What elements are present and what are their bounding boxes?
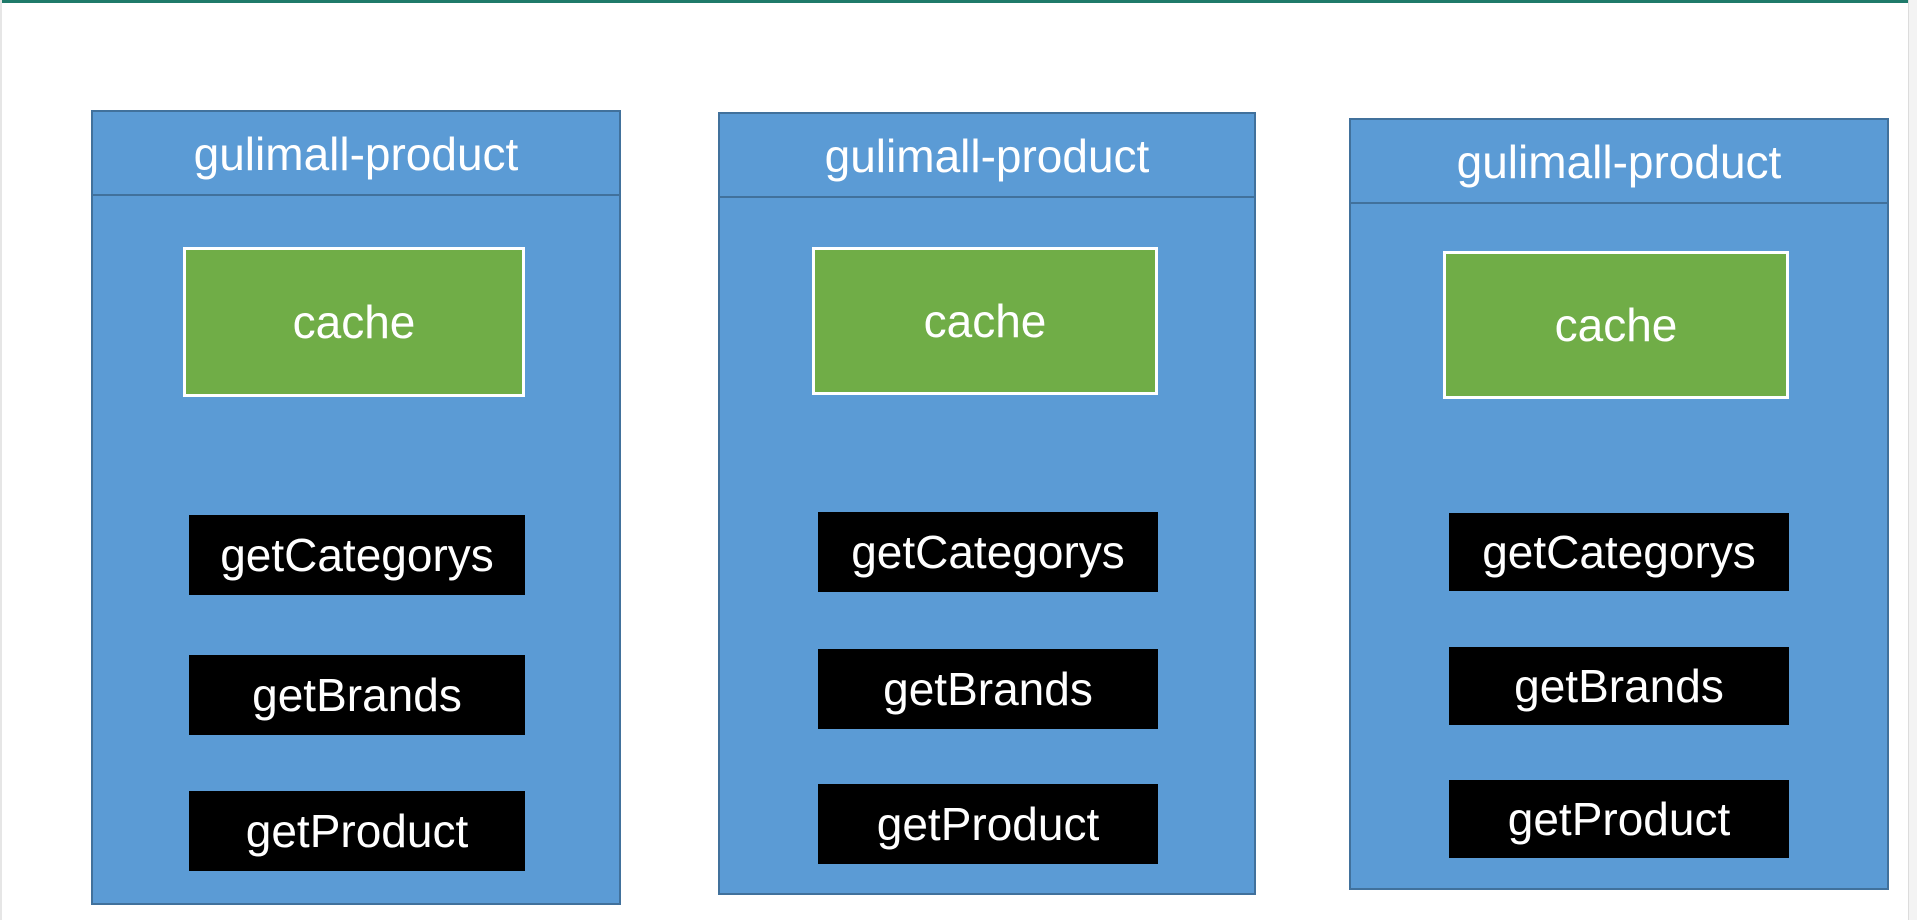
service-instance-panel: gulimall-product cache getCategorys getB…	[1349, 118, 1889, 890]
method-box-get-product: getProduct	[818, 784, 1158, 864]
cache-box: cache	[183, 247, 525, 397]
cache-box: cache	[812, 247, 1158, 395]
method-box-get-categorys: getCategorys	[189, 515, 525, 595]
top-divider-line	[0, 0, 1917, 3]
panel-title: gulimall-product	[93, 112, 619, 196]
panel-title: gulimall-product	[1351, 120, 1887, 204]
cache-box: cache	[1443, 251, 1789, 399]
left-edge-line	[0, 0, 2, 920]
method-box-get-brands: getBrands	[189, 655, 525, 735]
service-instance-panel: gulimall-product cache getCategorys getB…	[91, 110, 621, 905]
service-instance-panel: gulimall-product cache getCategorys getB…	[718, 112, 1256, 895]
method-box-get-categorys: getCategorys	[818, 512, 1158, 592]
method-box-get-categorys: getCategorys	[1449, 513, 1789, 591]
panel-title: gulimall-product	[720, 114, 1254, 198]
method-box-get-product: getProduct	[1449, 780, 1789, 858]
method-box-get-brands: getBrands	[1449, 647, 1789, 725]
method-box-get-brands: getBrands	[818, 649, 1158, 729]
method-box-get-product: getProduct	[189, 791, 525, 871]
right-scroll-gutter	[1908, 0, 1917, 920]
